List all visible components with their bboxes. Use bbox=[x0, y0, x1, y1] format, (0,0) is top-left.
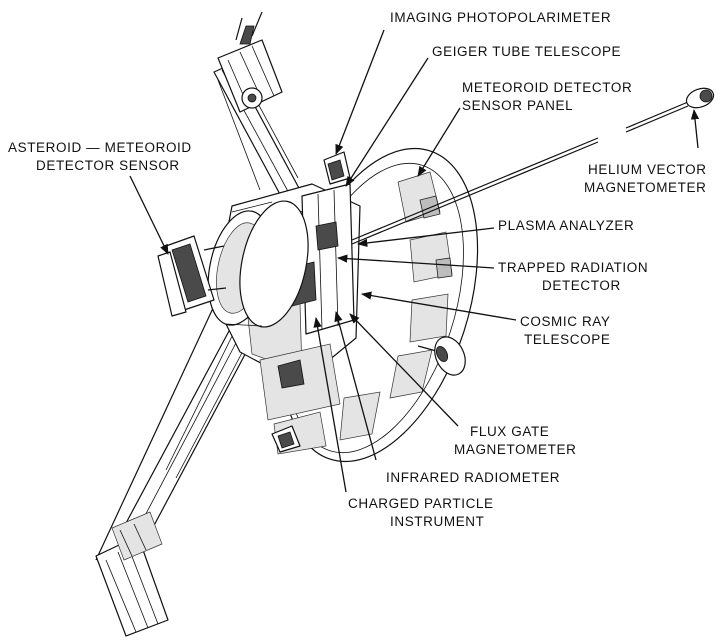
leader-asteroid-meteoroid bbox=[129, 175, 169, 255]
label-helium-vector-line1: HELIUM VECTOR bbox=[588, 162, 707, 177]
label-flux-gate-line2: MAGNETOMETER bbox=[454, 442, 576, 457]
label-meteoroid-detector-line2: SENSOR PANEL bbox=[462, 98, 573, 113]
label-helium-vector-line2: MAGNETOMETER bbox=[584, 180, 706, 195]
label-geiger-tube-telescope: GEIGER TUBE TELESCOPE bbox=[432, 44, 621, 59]
label-charged-particle-line1: CHARGED PARTICLE bbox=[348, 496, 494, 511]
label-imaging-photopolarimeter: IMAGING PHOTOPOLARIMETER bbox=[390, 10, 611, 25]
label-infrared-radiometer: INFRARED RADIOMETER bbox=[386, 470, 560, 485]
omni-antenna bbox=[417, 336, 466, 376]
leader-cosmic-ray bbox=[360, 291, 517, 321]
label-flux-gate-line1: FLUX GATE bbox=[470, 424, 549, 439]
label-trapped-radiation-line2: DETECTOR bbox=[542, 278, 621, 293]
label-plasma-analyzer: PLASMA ANALYZER bbox=[498, 218, 634, 233]
label-cosmic-ray-line2: TELESCOPE bbox=[524, 332, 610, 347]
ring-section bbox=[207, 200, 309, 328]
label-asteroid-meteoroid-line1: ASTEROID — METEOROID bbox=[8, 140, 192, 155]
imaging-photopolarimeter-unit bbox=[323, 151, 351, 185]
leader-meteoroid-detector bbox=[417, 107, 461, 177]
label-charged-particle-line2: INSTRUMENT bbox=[390, 514, 485, 529]
leader-helium-vector bbox=[690, 108, 700, 149]
label-trapped-radiation-line1: TRAPPED RADIATION bbox=[498, 260, 648, 275]
upper-rtg-boom bbox=[213, 11, 301, 199]
leader-infrared-radiometer bbox=[334, 310, 377, 461]
leader-geiger-tube-telescope bbox=[345, 57, 429, 187]
leader-trapped-radiation bbox=[336, 254, 495, 269]
leader-charged-particle bbox=[313, 316, 347, 493]
leader-flux-gate bbox=[349, 313, 459, 427]
asteroid-meteoroid-sensor bbox=[157, 235, 227, 317]
leader-plasma-analyzer bbox=[356, 227, 495, 248]
spacecraft-illustration bbox=[95, 11, 715, 637]
label-asteroid-meteoroid-line2: DETECTOR SENSOR bbox=[36, 158, 180, 173]
magnetometer-boom bbox=[351, 87, 715, 245]
leader-imaging-photopolarimeter bbox=[335, 29, 385, 155]
label-cosmic-ray-line1: COSMIC RAY bbox=[520, 314, 611, 329]
leader-lines bbox=[129, 29, 700, 493]
label-meteoroid-detector-line1: METEOROID DETECTOR bbox=[462, 80, 632, 95]
lower-small-instruments bbox=[271, 425, 301, 453]
lower-rtg-boom bbox=[95, 305, 259, 637]
labels: IMAGING PHOTOPOLARIMETER GEIGER TUBE TEL… bbox=[8, 10, 707, 529]
